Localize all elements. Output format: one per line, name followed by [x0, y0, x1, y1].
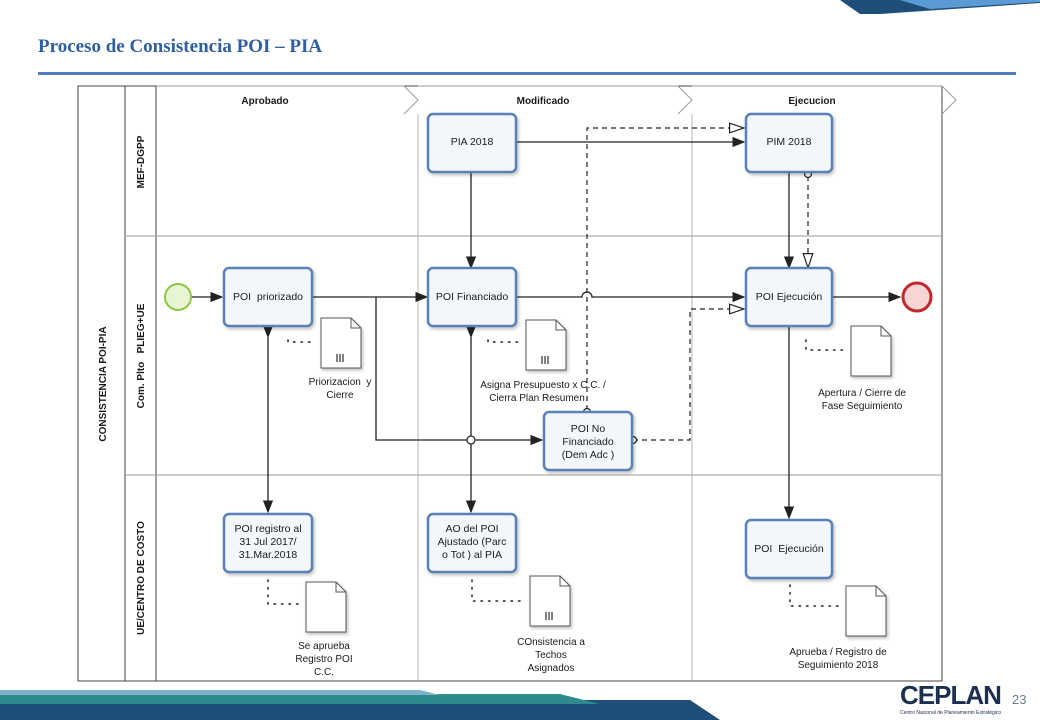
flow-priorizado-to-no-financiado — [375, 297, 544, 446]
document-apertura — [850, 325, 892, 377]
document-asigna — [525, 319, 567, 371]
title-divider — [38, 72, 1016, 75]
document-asigna-line2: Cierra Plan Resumen — [489, 393, 585, 404]
task-poi-registro-line1: POI registro al — [234, 523, 301, 535]
task-ao-poi-line3: o Tot ) al PIA — [442, 549, 502, 561]
task-poi-ejecucion-ue-label: POI Ejecución — [754, 543, 824, 555]
task-poi-no-financiado-line1: POI No — [571, 423, 606, 435]
task-poi-ejecucion-ue: POI Ejecución — [744, 518, 834, 580]
task-ao-poi-line1: AO del POI — [445, 523, 498, 535]
phase-chevron-aprobado — [156, 85, 419, 115]
end-event — [901, 281, 933, 313]
message-no-financiado-to-pim — [586, 128, 744, 410]
task-poi-no-financiado: POI No Financiado (Dem Adc ) — [542, 410, 634, 472]
top-band — [840, 0, 1040, 14]
task-poi-ejecucion-label: POI Ejecución — [756, 291, 823, 303]
pool-label: CONSISTENCIA POI-PIA — [98, 326, 109, 441]
phase-chevron-modificado — [418, 85, 693, 115]
phase-label-modificado: Modificado — [517, 96, 570, 107]
association-ue-ejecucion — [789, 584, 843, 607]
ceplan-logo-subtitle: Centro Nacional de Planeamiento Estratég… — [900, 710, 1002, 716]
association-registro — [267, 579, 301, 605]
document-consistencia-line2: Techos — [535, 650, 567, 661]
ceplan-logo-text: CEPLAN — [900, 680, 1002, 710]
task-poi-registro: POI registro al 31 Jul 2017/ 31.Mar.2018 — [222, 512, 314, 574]
document-aprueba-seguimiento — [845, 585, 887, 637]
document-aprueba-registro-line2: Registro POI — [295, 654, 352, 665]
document-consistencia-line1: COnsistencia a — [517, 637, 585, 648]
document-aprueba-registro — [305, 581, 347, 633]
task-poi-priorizado: POI priorizado — [222, 266, 314, 328]
lane-label-plieg: Com. Plto PLIEG+UE — [136, 303, 147, 408]
page-number: 23 — [1012, 692, 1027, 707]
task-pia-2018: PIA 2018 — [426, 112, 518, 174]
task-ao-poi-line2: Ajustado (Parc — [438, 536, 507, 548]
task-ao-poi: AO del POI Ajustado (Parc o Tot ) al PIA — [426, 512, 518, 574]
task-pim-2018-label: PIM 2018 — [767, 136, 812, 148]
document-apertura-line2: Fase Seguimiento — [822, 401, 903, 412]
lane-label-ue: UE/CENTRO DE COSTO — [136, 521, 147, 635]
bottom-band — [0, 690, 720, 720]
slide-title: Proceso de Consistencia POI – PIA — [38, 36, 323, 57]
task-poi-no-financiado-line2: Financiado — [562, 436, 614, 448]
association-ejecucion — [805, 339, 846, 351]
lane-label-mef: MEF-DGPP — [136, 135, 147, 188]
phase-chevron-ejecucion — [692, 85, 957, 115]
task-poi-financiado-label: POI Financiado — [436, 291, 509, 303]
document-asigna-line1: Asigna Presupuesto x C.C. / — [480, 380, 606, 391]
document-apertura-line1: Apertura / Cierre de — [818, 388, 906, 399]
start-event — [164, 283, 192, 311]
phase-label-ejecucion: Ejecucion — [788, 96, 835, 107]
document-priorizacion-line2: Cierre — [326, 390, 354, 401]
message-no-financiado-to-ejecucion — [633, 309, 744, 441]
association-priorizado — [287, 339, 316, 343]
document-aprueba-registro-line1: Se aprueba — [298, 641, 350, 652]
phase-label-aprobado: Aprobado — [241, 96, 288, 107]
flow-junction-ao — [466, 435, 476, 445]
task-poi-priorizado-label: POI priorizado — [233, 291, 303, 303]
task-pia-2018-label: PIA 2018 — [451, 136, 494, 148]
document-aprueba-seguimiento-line2: Seguimiento 2018 — [798, 660, 879, 671]
task-poi-no-financiado-line3: (Dem Adc ) — [562, 449, 615, 461]
document-aprueba-seguimiento-line1: Aprueba / Registro de — [789, 647, 887, 658]
association-financiado — [487, 339, 521, 343]
task-poi-financiado: POI Financiado — [426, 266, 518, 328]
document-aprueba-registro-line3: C.C. — [314, 667, 334, 678]
document-priorizacion — [320, 317, 362, 369]
document-consistencia-line3: Asignados — [528, 663, 575, 674]
document-priorizacion-line1: Priorizacion y — [309, 377, 372, 388]
document-consistencia — [529, 575, 571, 627]
task-poi-registro-line3: 31.Mar.2018 — [239, 549, 298, 561]
ceplan-logo: CEPLAN Centro Nacional de Planeamiento E… — [900, 680, 1010, 718]
flow-financiado-to-ejecucion — [516, 291, 746, 303]
association-ao — [471, 579, 527, 602]
task-poi-registro-line2: 31 Jul 2017/ — [239, 536, 296, 548]
task-poi-ejecucion: POI Ejecución — [744, 266, 834, 328]
task-pim-2018: PIM 2018 — [744, 112, 834, 174]
